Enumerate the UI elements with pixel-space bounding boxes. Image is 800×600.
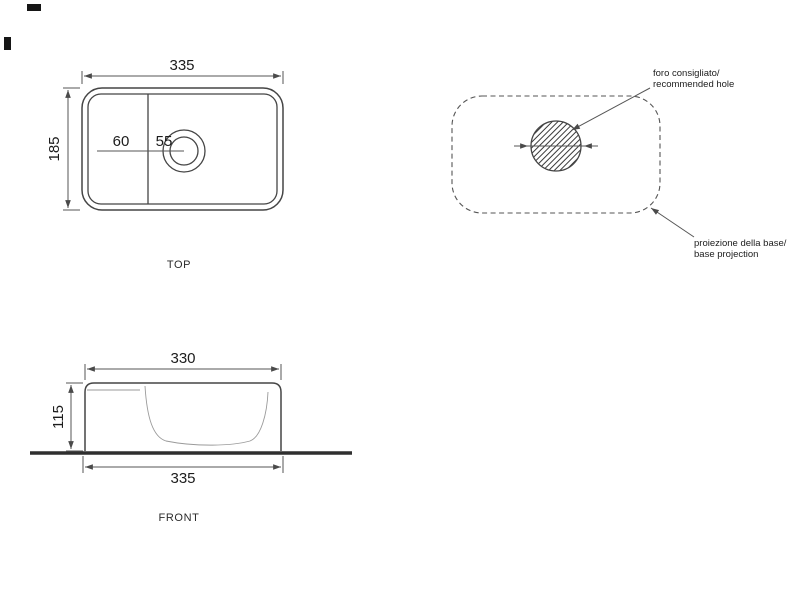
front-view-caption: FRONT	[159, 512, 200, 524]
leader-line-hole	[571, 87, 651, 131]
dim-top-depth: 185	[46, 136, 63, 161]
projection-view: foro consigliato/ recommended hole proie…	[451, 68, 787, 260]
base-note-line1: proiezione della base/	[694, 238, 787, 249]
basin-inner-rim	[87, 93, 278, 205]
bowl-interior-line	[144, 385, 269, 446]
dim-ledge-offset: 60	[113, 133, 130, 150]
print-artifact	[4, 37, 11, 50]
front-view: 330 115 335 FRONT	[30, 350, 352, 524]
hole-note-line1: foro consigliato/	[653, 68, 720, 79]
base-note-line2: base projection	[694, 249, 758, 260]
base-projection-outline	[451, 95, 661, 214]
leader-line-base	[650, 207, 695, 238]
dim-front-height: 115	[50, 405, 67, 429]
dim-front-top-width: 330	[170, 350, 195, 367]
dim-front-base-width: 335	[170, 470, 195, 487]
hole-note-line2: recommended hole	[653, 79, 734, 90]
dim-hole-offset: 55	[156, 133, 173, 150]
print-artifact	[27, 4, 41, 11]
top-view-caption: TOP	[167, 259, 191, 271]
dim-top-width: 335	[169, 57, 194, 74]
basin-front-outline	[84, 382, 282, 451]
basin-outer-rim	[81, 87, 284, 211]
top-view: 60 55 335 185 TOP	[46, 57, 284, 271]
